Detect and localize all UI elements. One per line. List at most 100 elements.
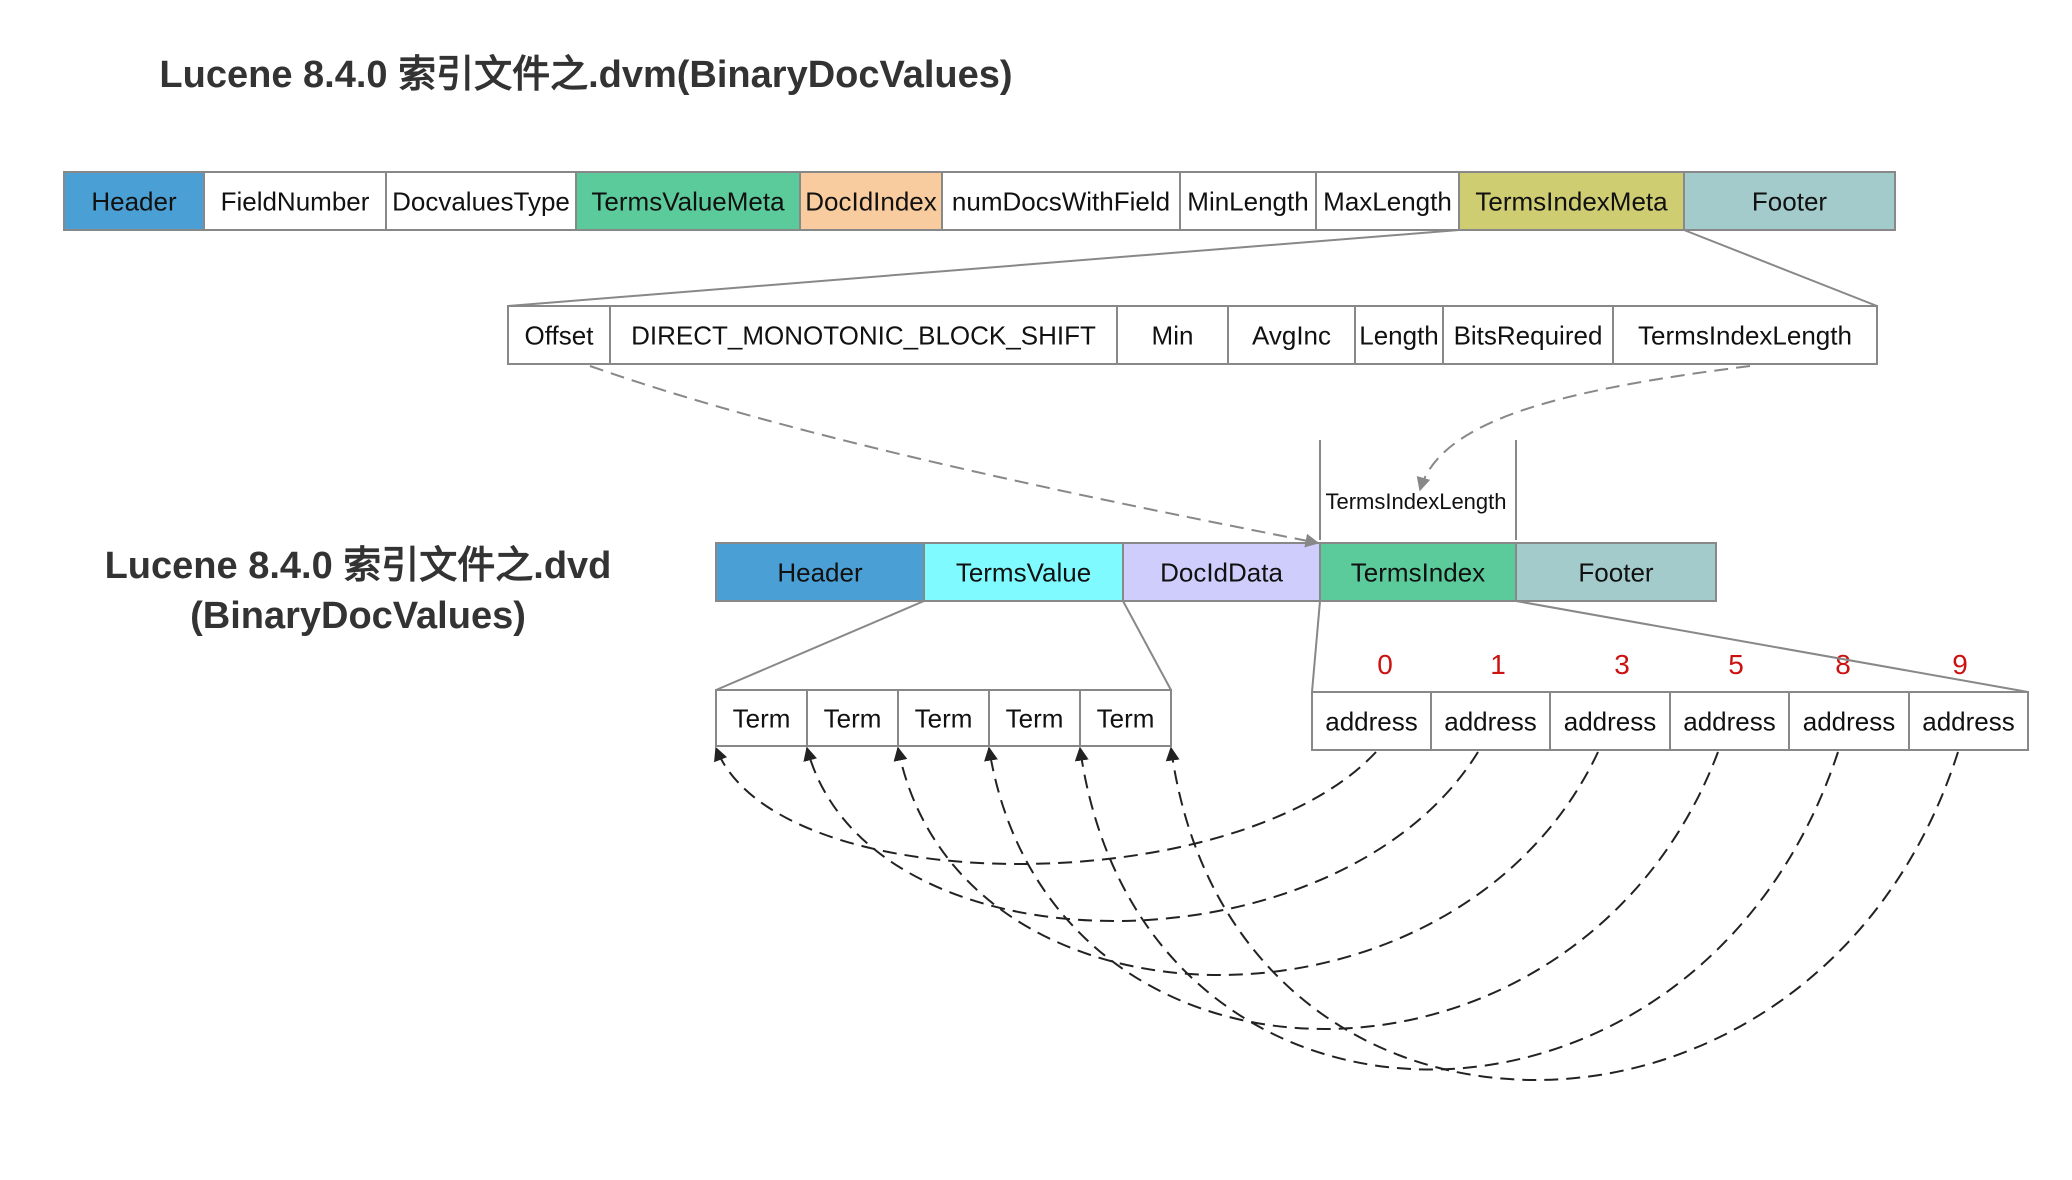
address-row: address address address address address addre… bbox=[1311, 649, 2029, 751]
dvm-cell-terms-value-meta: TermsValueMeta bbox=[575, 171, 801, 231]
meta-avg-inc-label: AvgInc bbox=[1252, 320, 1331, 350]
meta-offset-label: Offset bbox=[525, 320, 595, 350]
dvm-cell-terms-index-meta-label: TermsIndexMeta bbox=[1475, 186, 1668, 216]
dvm-cell-header: Header bbox=[63, 171, 205, 231]
address-address-5-box bbox=[1908, 691, 2029, 751]
address-index-1: 1 bbox=[1490, 649, 1506, 680]
address-address-1: address bbox=[1430, 691, 1551, 751]
dvd-cell-footer-box bbox=[1515, 542, 1717, 602]
dvd-title-line2: (BinaryDocValues) bbox=[190, 595, 526, 637]
dvm-cell-docvalues-type-label: DocvaluesType bbox=[392, 186, 570, 216]
dvm-cell-num-docs-with-field: numDocsWithField bbox=[941, 171, 1181, 231]
expand-line-terms-value-left bbox=[715, 600, 925, 691]
dvm-cell-docvalues-type-box bbox=[385, 171, 577, 231]
meta-min-label: Min bbox=[1152, 320, 1194, 350]
dvm-cell-docvalues-type: DocvaluesType bbox=[385, 171, 577, 231]
meta-direct-monotonic-block-shift-label: DIRECT_MONOTONIC_BLOCK_SHIFT bbox=[631, 320, 1096, 350]
dvm-cell-footer-box bbox=[1683, 171, 1896, 231]
address-address-0-label: address bbox=[1325, 706, 1418, 736]
terms-index-meta-row: Offset DIRECT_MONOTONIC_BLOCK_SHIFT Min Avg… bbox=[507, 305, 1878, 365]
dvd-cell-footer: Footer bbox=[1515, 542, 1717, 602]
dvm-cell-max-length-label: MaxLength bbox=[1323, 186, 1452, 216]
dvm-cell-field-number-label: FieldNumber bbox=[221, 186, 370, 216]
dvm-cell-header-box bbox=[63, 171, 205, 231]
dvm-cell-footer-label: Footer bbox=[1752, 186, 1827, 216]
dvm-cell-max-length-box bbox=[1315, 171, 1460, 231]
dvd-cell-doc-id-data-label: DocIdData bbox=[1160, 557, 1283, 587]
meta-bits-required-label: BitsRequired bbox=[1454, 320, 1603, 350]
dvd-title-line1: Lucene 8.4.0 索引文件之.dvd bbox=[105, 545, 612, 587]
address-to-term-arrow-1 bbox=[803, 746, 1479, 922]
meta-terms-index-length: TermsIndexLength bbox=[1612, 305, 1878, 365]
address-address-3: address bbox=[1669, 691, 1790, 751]
meta-length-label: Length bbox=[1359, 320, 1439, 350]
dvm-row: Header FieldNumber DocvaluesType TermsValue… bbox=[63, 171, 1896, 231]
term-term-2: Term bbox=[897, 689, 990, 747]
address-address-4: address bbox=[1788, 691, 1910, 751]
dvm-cell-doc-id-index-label: DocIdIndex bbox=[805, 186, 937, 216]
address-address-5: address bbox=[1908, 691, 2029, 751]
expand-line-terms-index-right bbox=[1515, 600, 2029, 693]
meta-offset: Offset bbox=[507, 305, 611, 365]
expand-line-terms-value-right bbox=[1122, 600, 1172, 691]
meta-length: Length bbox=[1354, 305, 1444, 365]
terms-index-length-pointer-arrow bbox=[1416, 365, 1751, 492]
terms-index-length-label: TermsIndexLength bbox=[1326, 489, 1507, 514]
dvm-cell-doc-id-index: DocIdIndex bbox=[799, 171, 943, 231]
expand-line-terms-index-meta-left bbox=[507, 229, 1460, 307]
address-address-3-label: address bbox=[1683, 706, 1776, 736]
address-address-1-box bbox=[1430, 691, 1551, 751]
address-index-9: 9 bbox=[1952, 649, 1968, 680]
meta-terms-index-length-label: TermsIndexLength bbox=[1638, 320, 1852, 350]
dvd-cell-doc-id-data: DocIdData bbox=[1122, 542, 1321, 602]
connector-lines bbox=[507, 229, 2029, 1081]
meta-bits-required: BitsRequired bbox=[1442, 305, 1614, 365]
address-index-3: 3 bbox=[1614, 649, 1630, 680]
dvd-cell-terms-index: TermsIndex bbox=[1319, 542, 1517, 602]
dvm-cell-field-number-box bbox=[203, 171, 387, 231]
dvd-cell-header-label: Header bbox=[777, 557, 863, 587]
term-term-0-label: Term bbox=[733, 703, 791, 733]
expand-line-terms-index-left bbox=[1311, 600, 1321, 693]
term-term-4-box bbox=[1079, 689, 1172, 747]
expand-line-terms-index-meta-right bbox=[1683, 229, 1878, 307]
address-address-1-label: address bbox=[1444, 706, 1537, 736]
address-to-term-arrow-0 bbox=[714, 746, 1377, 865]
dvd-cell-header-box bbox=[715, 542, 925, 602]
term-term-3-label: Term bbox=[1006, 703, 1064, 733]
address-address-0: address bbox=[1311, 691, 1432, 751]
meta-min-box bbox=[1116, 305, 1229, 365]
meta-direct-monotonic-block-shift: DIRECT_MONOTONIC_BLOCK_SHIFT bbox=[609, 305, 1118, 365]
dvm-cell-doc-id-index-box bbox=[799, 171, 943, 231]
offset-pointer-arrow bbox=[589, 365, 1320, 548]
address-to-term-arrow-5 bbox=[1165, 746, 1959, 1081]
term-term-4-label: Term bbox=[1097, 703, 1155, 733]
term-term-1: Term bbox=[806, 689, 899, 747]
dvd-cell-terms-value: TermsValue bbox=[923, 542, 1124, 602]
address-address-4-label: address bbox=[1803, 706, 1896, 736]
address-address-0-box bbox=[1311, 691, 1432, 751]
address-address-2-label: address bbox=[1564, 706, 1657, 736]
dvm-cell-min-length-box bbox=[1179, 171, 1317, 231]
dvm-title: Lucene 8.4.0 索引文件之.dvm(BinaryDocValues) bbox=[159, 54, 1012, 96]
term-term-4: Term bbox=[1079, 689, 1172, 747]
dvd-cell-terms-value-box bbox=[923, 542, 1124, 602]
term-term-0-box bbox=[715, 689, 808, 747]
address-to-term-arrow-2 bbox=[893, 746, 1599, 976]
dvm-cell-header-label: Header bbox=[91, 186, 177, 216]
dvd-cell-doc-id-data-box bbox=[1122, 542, 1321, 602]
address-index-8: 8 bbox=[1835, 649, 1851, 680]
term-term-3: Term bbox=[988, 689, 1081, 747]
dvm-cell-terms-value-meta-label: TermsValueMeta bbox=[591, 186, 785, 216]
dvm-cell-num-docs-with-field-label: numDocsWithField bbox=[952, 186, 1170, 216]
dvd-cell-terms-index-label: TermsIndex bbox=[1351, 557, 1485, 587]
address-index-0: 0 bbox=[1377, 649, 1393, 680]
dvm-cell-footer: Footer bbox=[1683, 171, 1896, 231]
address-to-term-arrow-3 bbox=[984, 746, 1719, 1030]
address-address-5-label: address bbox=[1922, 706, 2015, 736]
address-address-2: address bbox=[1549, 691, 1671, 751]
dvm-cell-min-length: MinLength bbox=[1179, 171, 1317, 231]
dvd-row: Header TermsValue DocIdData TermsIndex Foote… bbox=[715, 542, 1717, 602]
